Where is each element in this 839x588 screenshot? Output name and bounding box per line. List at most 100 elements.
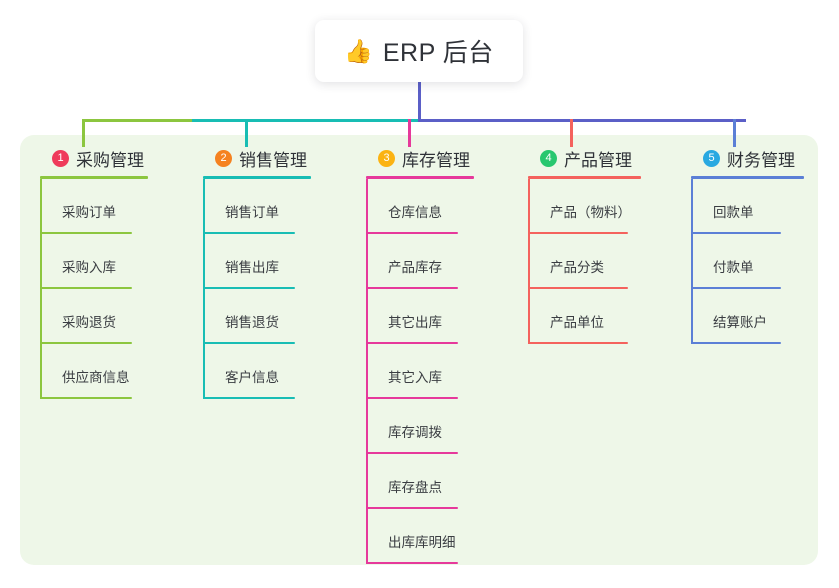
column-header-4[interactable]: 4 产品管理 <box>528 145 641 171</box>
list-item-label: 付款单 <box>713 260 754 275</box>
list-item-rule <box>528 287 628 289</box>
list-item-label: 采购入库 <box>62 260 116 275</box>
drop-product <box>570 119 573 147</box>
column-header-rule-4 <box>528 176 641 179</box>
list-item-label: 采购订单 <box>62 205 116 220</box>
list-item-rule <box>366 507 458 509</box>
column-items-5: 回款单付款单结算账户 <box>691 179 804 344</box>
root-node-title: ERP 后台 <box>382 39 494 67</box>
list-item[interactable]: 产品单位 <box>528 289 641 344</box>
column-header-rule-5 <box>691 176 804 179</box>
list-item-label: 库存盘点 <box>388 480 442 495</box>
column-header-rule-3 <box>366 176 474 179</box>
list-item-rule <box>40 287 132 289</box>
column-5: 5 财务管理回款单付款单结算账户 <box>691 145 804 344</box>
list-item-label: 销售退货 <box>225 315 279 330</box>
list-item-rule <box>691 342 781 344</box>
column-spine-3 <box>366 179 368 564</box>
column-title-5: 财务管理 <box>727 150 795 170</box>
list-item-label: 产品分类 <box>550 260 604 275</box>
bus-segment-blue <box>418 119 746 122</box>
list-item[interactable]: 产品分类 <box>528 234 641 289</box>
list-item[interactable]: 结算账户 <box>691 289 804 344</box>
list-item-label: 产品库存 <box>388 260 442 275</box>
column-spine-1 <box>40 179 42 399</box>
root-node[interactable]: 👍 ERP 后台 <box>315 20 523 82</box>
list-item[interactable]: 采购订单 <box>40 179 148 234</box>
list-item[interactable]: 销售订单 <box>203 179 311 234</box>
column-header-2[interactable]: 2 销售管理 <box>203 145 311 171</box>
column-badge-4: 4 <box>540 149 557 167</box>
column-badge-3: 3 <box>378 149 395 167</box>
column-items-1: 采购订单采购入库采购退货供应商信息 <box>40 179 148 399</box>
list-item-label: 产品（物料） <box>550 205 631 220</box>
diagram-panel <box>20 135 818 565</box>
drop-sales <box>245 119 248 147</box>
list-item[interactable]: 出库库明细 <box>366 509 474 564</box>
column-spine-2 <box>203 179 205 399</box>
column-items-2: 销售订单销售出库销售退货客户信息 <box>203 179 311 399</box>
column-header-5[interactable]: 5 财务管理 <box>691 145 804 171</box>
list-item[interactable]: 销售出库 <box>203 234 311 289</box>
list-item[interactable]: 供应商信息 <box>40 344 148 399</box>
column-items-4: 产品（物料） 产品分类产品单位 <box>528 179 641 344</box>
list-item[interactable]: 回款单 <box>691 179 804 234</box>
list-item-rule <box>366 342 458 344</box>
list-item-rule <box>691 287 781 289</box>
column-2: 2 销售管理销售订单销售出库销售退货客户信息 <box>203 145 311 399</box>
list-item-label: 产品单位 <box>550 315 604 330</box>
list-item[interactable]: 付款单 <box>691 234 804 289</box>
thumbs-up-icon: 👍 <box>344 37 373 64</box>
list-item[interactable]: 仓库信息 <box>366 179 474 234</box>
list-item-label: 出库库明细 <box>388 535 456 550</box>
drop-purchasing <box>82 119 85 147</box>
list-item-label: 库存调拨 <box>388 425 442 440</box>
list-item[interactable]: 库存调拨 <box>366 399 474 454</box>
list-item-rule <box>691 232 781 234</box>
list-item-rule <box>203 287 295 289</box>
list-item[interactable]: 产品（物料） <box>528 179 641 234</box>
column-title-2: 销售管理 <box>239 150 307 170</box>
list-item-rule <box>203 397 295 399</box>
list-item-label: 仓库信息 <box>388 205 442 220</box>
list-item[interactable]: 客户信息 <box>203 344 311 399</box>
drop-inventory <box>408 119 411 147</box>
root-trunk-line <box>418 82 421 121</box>
list-item-label: 供应商信息 <box>62 370 130 385</box>
column-title-4: 产品管理 <box>564 150 632 170</box>
list-item[interactable]: 其它入库 <box>366 344 474 399</box>
list-item-rule <box>366 287 458 289</box>
drop-finance <box>733 119 736 147</box>
column-badge-2: 2 <box>215 149 232 167</box>
list-item-label: 回款单 <box>713 205 754 220</box>
column-badge-1: 1 <box>52 149 69 167</box>
list-item-rule <box>203 342 295 344</box>
list-item-label: 其它入库 <box>388 370 442 385</box>
column-badge-5: 5 <box>703 149 720 167</box>
list-item-label: 结算账户 <box>713 315 767 330</box>
list-item-rule <box>40 397 132 399</box>
list-item-rule <box>528 232 628 234</box>
column-spine-4 <box>528 179 530 344</box>
list-item[interactable]: 其它出库 <box>366 289 474 344</box>
list-item[interactable]: 产品库存 <box>366 234 474 289</box>
column-header-rule-1 <box>40 176 148 179</box>
column-items-3: 仓库信息产品库存其它出库其它入库库存调拨库存盘点出库库明细 <box>366 179 474 564</box>
list-item-label: 销售订单 <box>225 205 279 220</box>
list-item[interactable]: 库存盘点 <box>366 454 474 509</box>
list-item[interactable]: 采购退货 <box>40 289 148 344</box>
column-spine-5 <box>691 179 693 344</box>
list-item-label: 其它出库 <box>388 315 442 330</box>
list-item-rule <box>366 452 458 454</box>
list-item[interactable]: 采购入库 <box>40 234 148 289</box>
list-item-rule <box>366 562 458 564</box>
bus-segment-green <box>82 119 192 122</box>
list-item-label: 采购退货 <box>62 315 116 330</box>
list-item[interactable]: 销售退货 <box>203 289 311 344</box>
column-4: 4 产品管理产品（物料） 产品分类产品单位 <box>528 145 641 344</box>
